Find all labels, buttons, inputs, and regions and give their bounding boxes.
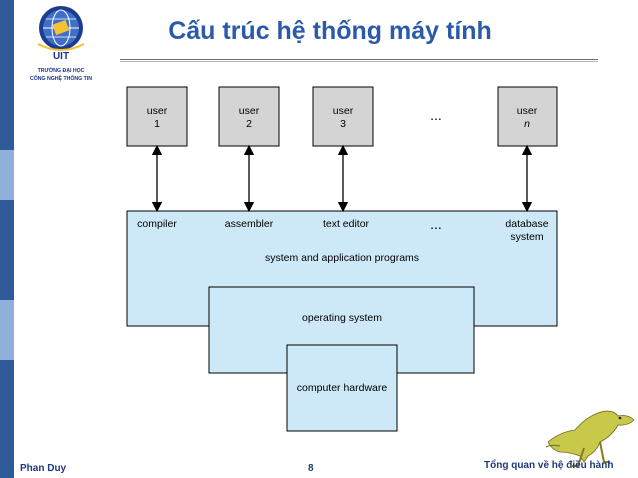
user-box-2 [218, 86, 280, 147]
user-box-1 [126, 86, 188, 147]
globe-logo-icon [37, 6, 85, 51]
compiler-label: compiler [137, 218, 177, 230]
hardware-box [286, 344, 398, 373]
dinosaur-mascot-icon [545, 410, 635, 467]
user-2-label: user [239, 105, 260, 117]
database-system-label: system [510, 231, 544, 243]
assembler-label: assembler [225, 218, 274, 230]
slide-title: Cấu trúc hệ thống máy tính [168, 17, 492, 45]
user-n-label: user [517, 105, 538, 117]
user-box-3 [312, 86, 374, 147]
user-3-number: 3 [340, 118, 346, 130]
user-3-label: user [333, 105, 354, 117]
logo-line1: TRƯỜNG ĐẠI HỌC [37, 68, 85, 74]
logo-abbr: UIT [52, 51, 70, 62]
operating-system-box [208, 286, 475, 326]
footer-author: Phan Duy [20, 463, 67, 474]
user-1-number: 1 [154, 118, 160, 130]
user-2-number: 2 [246, 118, 252, 130]
text-editor-label: text editor [323, 218, 370, 230]
footer-topic: Tổng quan về hệ điều hành [484, 460, 614, 471]
user-1-label: user [147, 105, 168, 117]
title-rule [120, 59, 598, 60]
title-rule-shadow [120, 61, 598, 62]
user-n-number: n [524, 118, 530, 130]
programs-ellipsis: ... [430, 216, 442, 232]
users-ellipsis: ... [430, 107, 442, 123]
logo-line2: CÔNG NGHỆ THÔNG TIN [30, 76, 92, 82]
database-label: database [505, 218, 548, 230]
hardware-label: computer hardware [297, 382, 388, 394]
programs-layer-label: system and application programs [265, 252, 419, 264]
operating-system-label: operating system [302, 312, 382, 324]
user-box-n [497, 86, 558, 147]
page-number: 8 [308, 463, 314, 474]
left-accent-bar [0, 0, 14, 478]
university-logo: UIT TRƯỜNG ĐẠI HỌC CÔNG NGHỆ THÔNG TIN [18, 4, 104, 94]
